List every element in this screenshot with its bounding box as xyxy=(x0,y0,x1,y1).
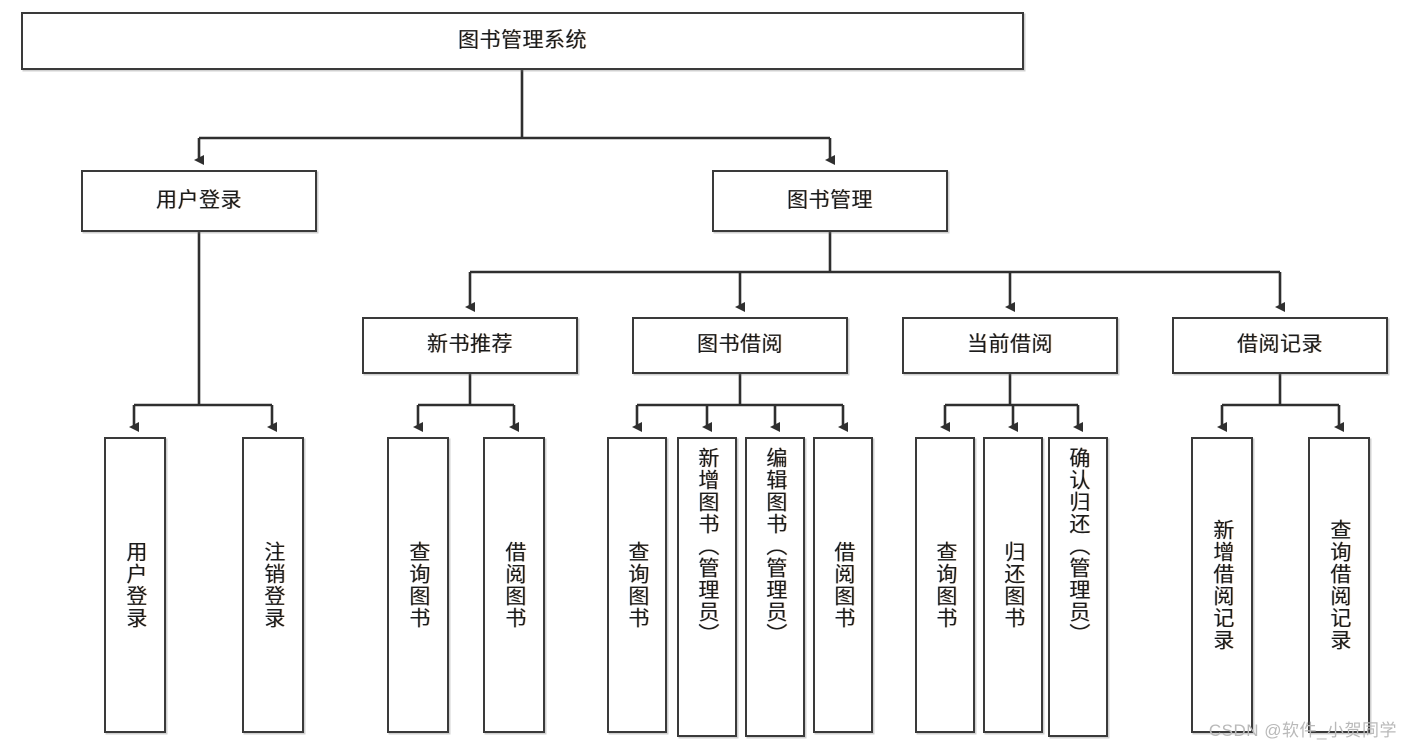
node-leaf-query-book-rec[interactable]: 查询图书 xyxy=(387,437,449,733)
node-new-book-rec-label: 新书推荐 xyxy=(427,333,513,357)
node-leaf-add-record-label: 新增借阅记录 xyxy=(1210,519,1234,651)
node-leaf-user-logout[interactable]: 注销登录 xyxy=(242,437,304,733)
node-root-label: 图书管理系统 xyxy=(458,28,587,52)
node-leaf-query-book-cur-label: 查询图书 xyxy=(933,541,957,629)
node-borrow-record[interactable]: 借阅记录 xyxy=(1172,317,1388,374)
node-leaf-edit-book-admin-label: 编辑图书（管理员） xyxy=(763,447,787,645)
node-borrow-record-label: 借阅记录 xyxy=(1237,333,1323,357)
node-leaf-borrow-book-rec-label: 借阅图书 xyxy=(502,541,526,629)
node-leaf-borrow-book-rec[interactable]: 借阅图书 xyxy=(483,437,545,733)
node-leaf-query-book-borrow[interactable]: 查询图书 xyxy=(607,437,667,733)
node-leaf-user-login[interactable]: 用户登录 xyxy=(104,437,166,733)
node-leaf-confirm-return-admin-label: 确认归还（管理员） xyxy=(1066,447,1090,645)
node-leaf-user-login-label: 用户登录 xyxy=(123,541,147,629)
node-leaf-borrow-book-label: 借阅图书 xyxy=(831,541,855,629)
watermark: CSDN @软件_小贺同学 xyxy=(1208,721,1397,740)
node-leaf-query-book-rec-label: 查询图书 xyxy=(406,541,430,629)
node-book-borrow[interactable]: 图书借阅 xyxy=(632,317,848,374)
node-root[interactable]: 图书管理系统 xyxy=(21,12,1024,70)
node-leaf-query-record-label: 查询借阅记录 xyxy=(1327,519,1351,651)
node-book-manage-label: 图书管理 xyxy=(787,188,873,212)
node-leaf-return-book-label: 归还图书 xyxy=(1001,541,1025,629)
node-leaf-add-book-admin-label: 新增图书（管理员） xyxy=(695,447,719,645)
node-leaf-return-book[interactable]: 归还图书 xyxy=(983,437,1043,733)
node-current-borrow-label: 当前借阅 xyxy=(967,333,1053,357)
node-leaf-add-record[interactable]: 新增借阅记录 xyxy=(1191,437,1253,733)
node-leaf-user-logout-label: 注销登录 xyxy=(261,541,285,629)
node-user-login[interactable]: 用户登录 xyxy=(81,170,317,232)
node-leaf-add-book-admin[interactable]: 新增图书（管理员） xyxy=(677,437,737,737)
node-leaf-query-record[interactable]: 查询借阅记录 xyxy=(1308,437,1370,733)
node-leaf-confirm-return-admin[interactable]: 确认归还（管理员） xyxy=(1048,437,1108,737)
node-new-book-rec[interactable]: 新书推荐 xyxy=(362,317,578,374)
node-leaf-query-book-cur[interactable]: 查询图书 xyxy=(915,437,975,733)
node-leaf-query-book-borrow-label: 查询图书 xyxy=(625,541,649,629)
node-leaf-edit-book-admin[interactable]: 编辑图书（管理员） xyxy=(745,437,805,737)
node-current-borrow[interactable]: 当前借阅 xyxy=(902,317,1118,374)
node-book-borrow-label: 图书借阅 xyxy=(697,333,783,357)
node-book-manage[interactable]: 图书管理 xyxy=(712,170,948,232)
node-leaf-borrow-book[interactable]: 借阅图书 xyxy=(813,437,873,733)
node-user-login-label: 用户登录 xyxy=(156,188,242,212)
